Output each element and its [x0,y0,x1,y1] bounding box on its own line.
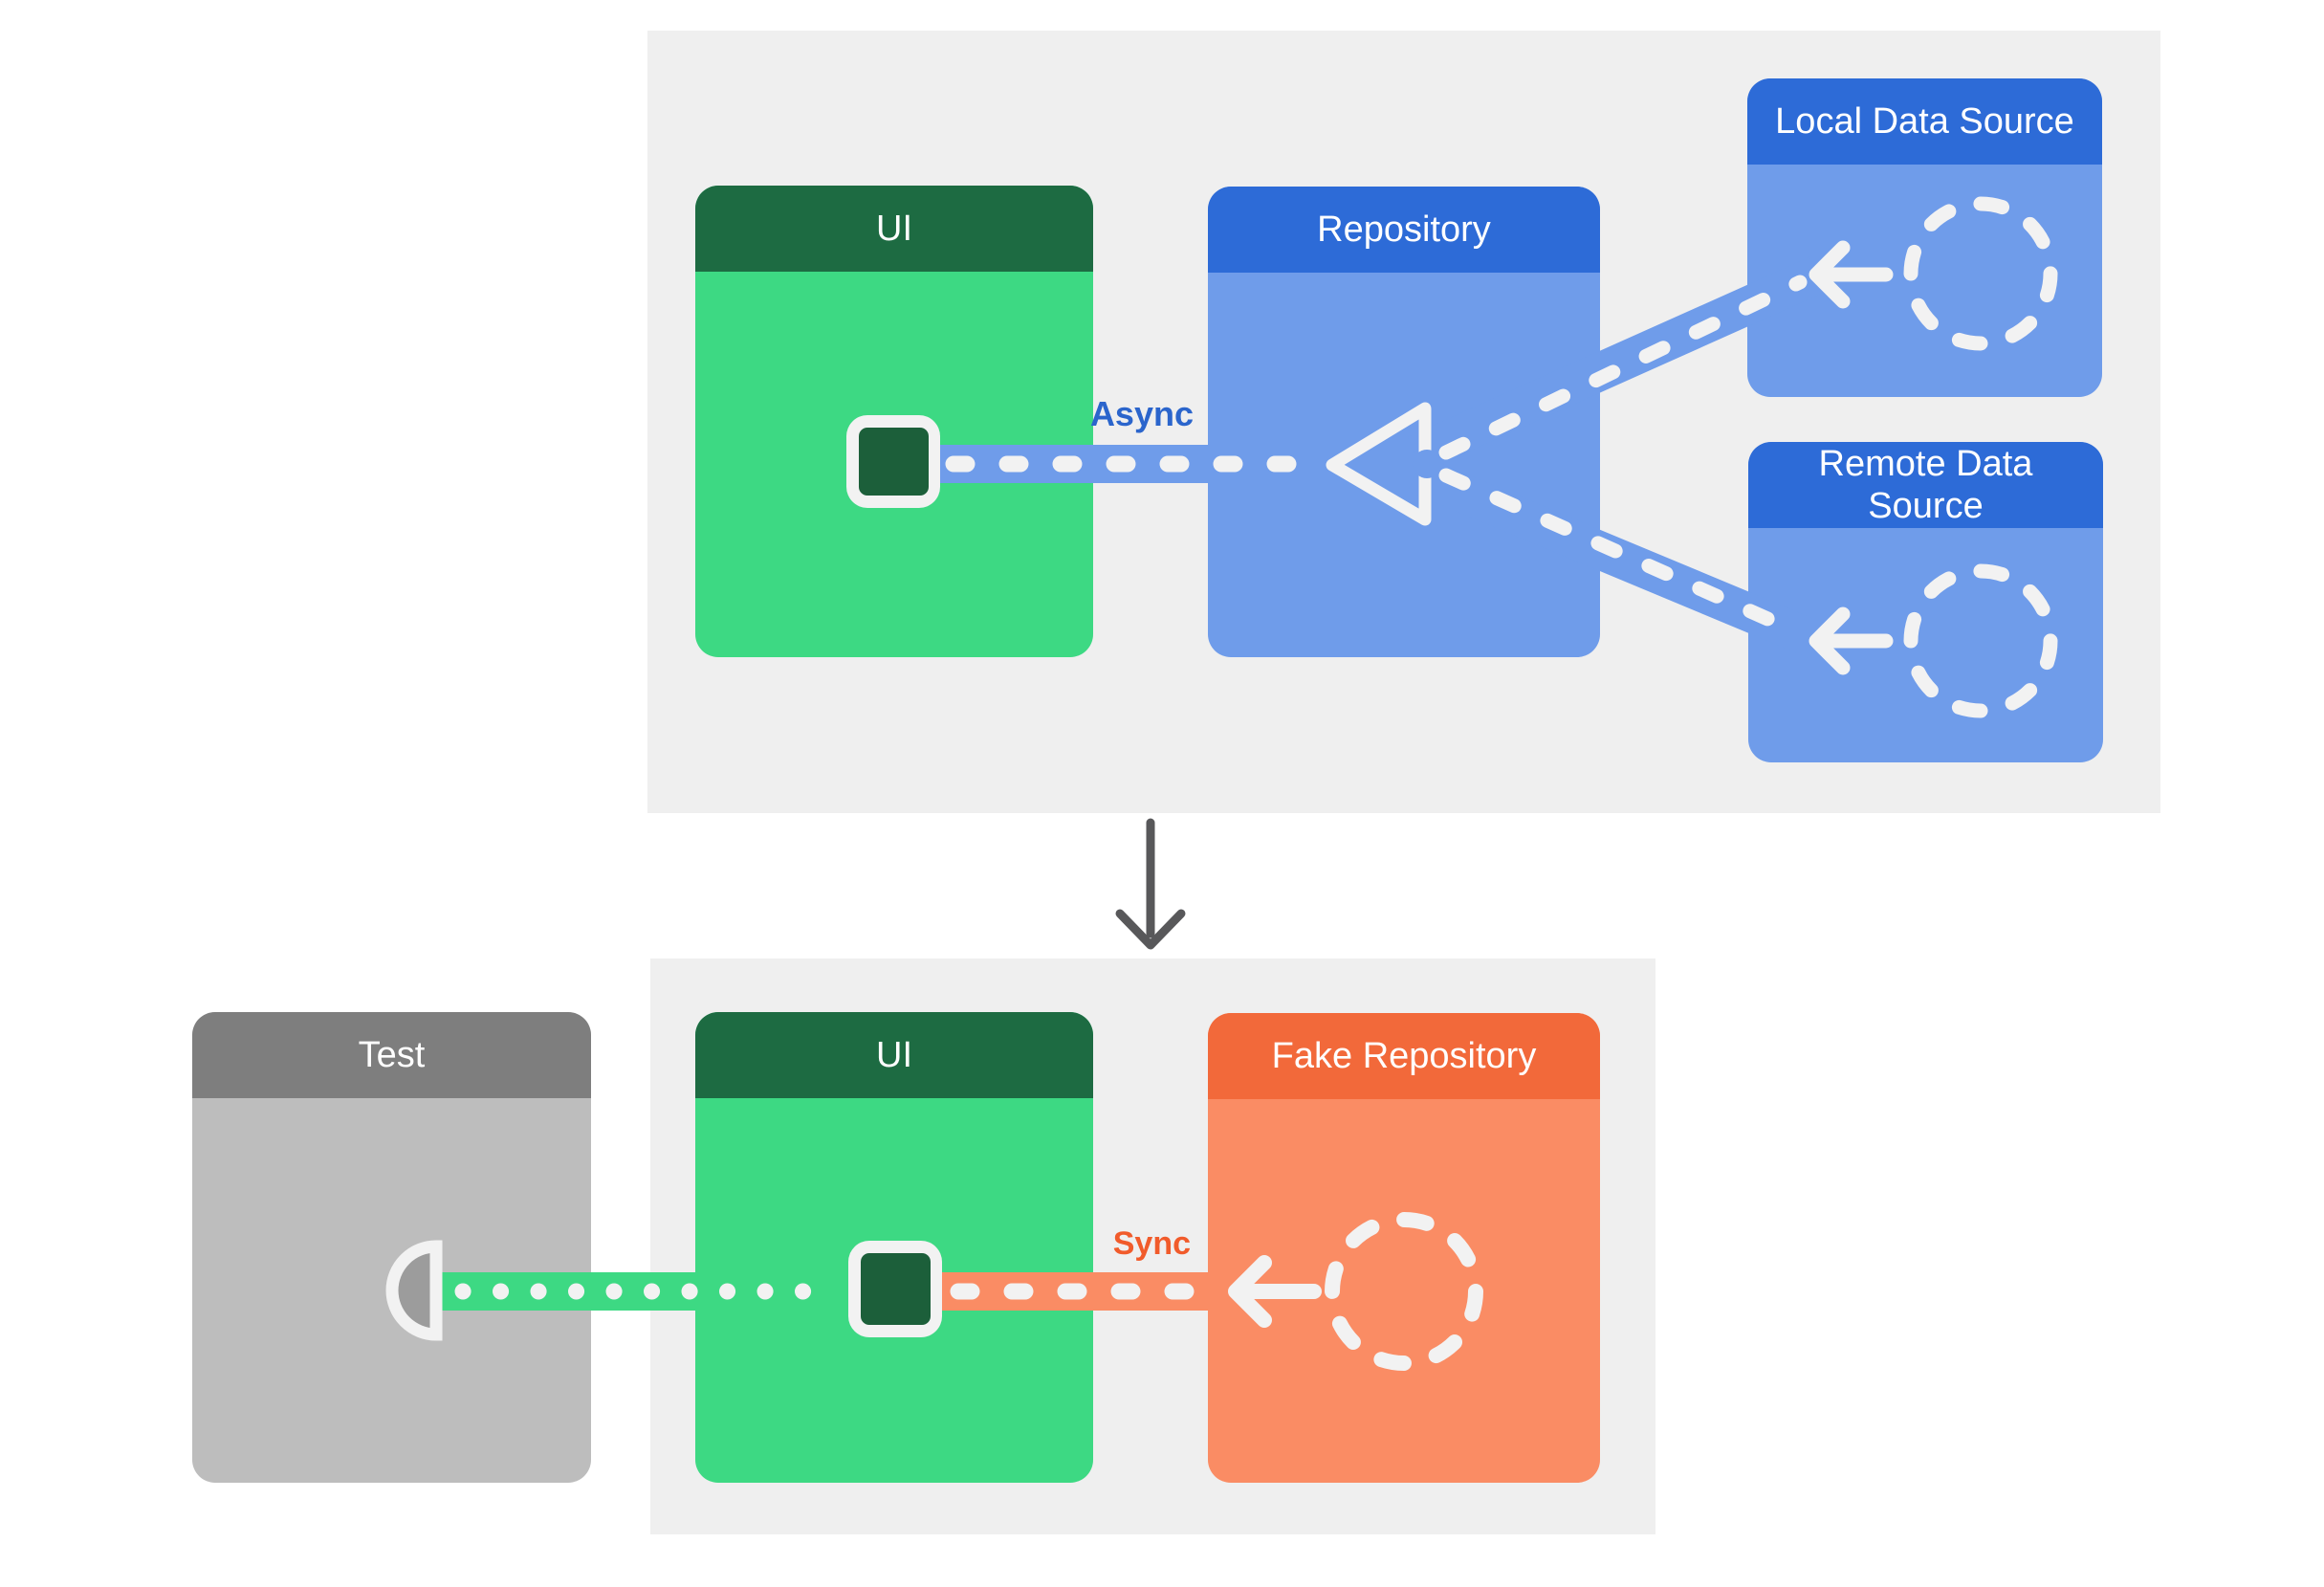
async-label: Async [1089,394,1194,433]
ui-box-testing-title: UI [876,1035,912,1075]
remote-data-source-box: Remote Data Source [1748,442,2103,762]
repository-box-title: Repository [1317,209,1491,250]
local-data-source-title: Local Data Source [1775,101,2074,142]
local-data-source-header: Local Data Source [1747,78,2102,165]
test-box-title: Test [358,1035,426,1075]
ui-box-testing-header: UI [695,1012,1093,1098]
down-arrow-icon [1115,818,1186,950]
sync-label: Sync [1112,1225,1191,1262]
remote-data-source-header: Remote Data Source [1748,442,2103,528]
ui-box-header: UI [695,186,1093,272]
down-arrow-head [1115,909,1186,950]
fake-repository-title: Fake Repository [1271,1036,1537,1076]
test-box: Test [192,1012,591,1483]
remote-data-source-title: Remote Data Source [1818,444,2033,526]
repository-box: Repository [1208,187,1600,657]
test-box-header: Test [192,1012,591,1098]
fake-repository-header: Fake Repository [1208,1013,1600,1099]
local-data-source-box: Local Data Source [1747,78,2102,397]
repository-box-header: Repository [1208,187,1600,273]
ui-box-title: UI [876,209,912,249]
ui-box: UI [695,186,1093,657]
fake-repository-box: Fake Repository [1208,1013,1600,1483]
